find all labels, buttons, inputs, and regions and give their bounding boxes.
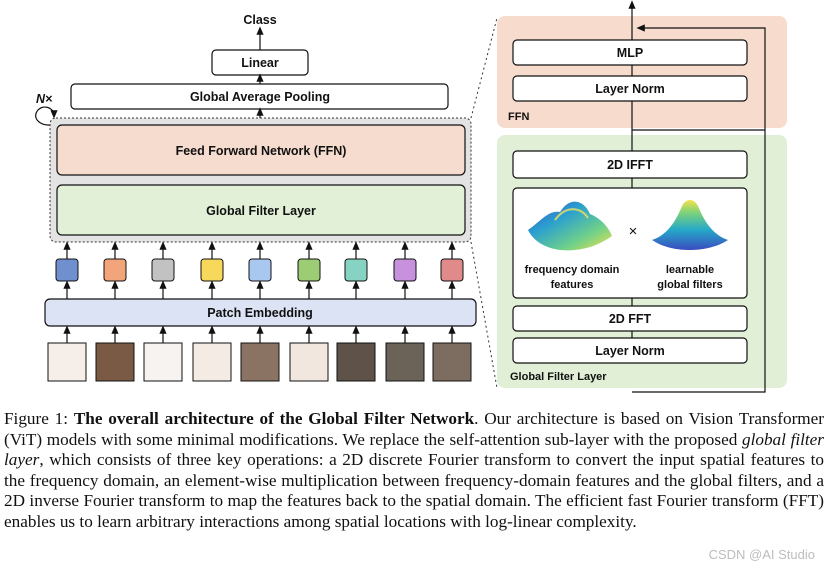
mlp-box [512,39,748,66]
linear-label: Linear [241,56,279,70]
token-9 [440,258,464,282]
ffn-layernorm-box [512,75,748,102]
architecture-diagram: Class Linear Global Average Pooling N× F… [35,0,787,393]
residual-gfl [632,24,766,393]
gap-label: Global Average Pooling [190,90,330,104]
gfl-label: Global Filter Layer [206,204,316,218]
zoom-line-top [470,17,498,119]
caption-prefix: Figure 1: [4,409,74,428]
frequency-surface-icon [528,201,612,251]
image-patch-2 [95,342,135,382]
token-4 [200,258,224,282]
mlp-label: MLP [617,46,643,60]
image-patch-5 [240,342,280,382]
gfl-layernorm-box [512,337,748,364]
fft-box [512,305,748,332]
filter-label-1: learnable [666,264,714,276]
repeat-label: N× [36,92,53,106]
image-patch-4 [192,342,232,382]
ifft-box [512,150,748,179]
caption-part1: . Our architecture is based on Vision Tr… [4,409,825,449]
token-8 [393,258,417,282]
ffn-label: Feed Forward Network (FFN) [176,144,347,158]
filter-label-2: global filters [657,279,722,291]
image-patch-6 [289,342,329,382]
gfl-section-label: Global Filter Layer [510,371,607,383]
gfl-box [56,184,466,236]
token-6 [297,258,321,282]
freq-label-2: features [551,279,594,291]
gfl-layernorm-label: Layer Norm [595,344,664,358]
caption-title: The overall architecture of the Global F… [73,409,475,428]
caption-part2: , which consists of three key operations… [4,450,824,531]
caption-emph: global filter layer [4,429,824,470]
image-patch-3 [143,342,183,382]
ffn-detail-panel [497,16,787,128]
ffn-section-label: FFN [508,111,529,123]
class-label: Class [243,13,276,27]
image-patch-1 [47,342,87,382]
token-row [55,241,464,299]
ffn-layernorm-label: Layer Norm [595,82,664,96]
token-1 [55,258,79,282]
image-patch-8 [385,342,425,382]
global-filter-surface-icon [652,200,728,250]
figure-caption: Figure 1: The overall architecture of th… [4,409,824,532]
watermark: CSDN @AI Studio [708,547,815,562]
image-patch-row [47,325,472,382]
token-5 [248,258,272,282]
patch-embedding-label: Patch Embedding [207,306,313,320]
freq-label-1: frequency domain [525,264,620,276]
repeat-loop-icon [35,106,58,126]
token-7 [344,258,368,282]
fft-label: 2D FFT [609,312,652,326]
ifft-label: 2D IFFT [607,158,653,172]
ffn-box [56,124,466,176]
token-3 [151,258,175,282]
image-patch-9 [432,342,472,382]
multiply-symbol: × [629,223,638,240]
token-2 [103,258,127,282]
image-patch-7 [336,342,376,382]
